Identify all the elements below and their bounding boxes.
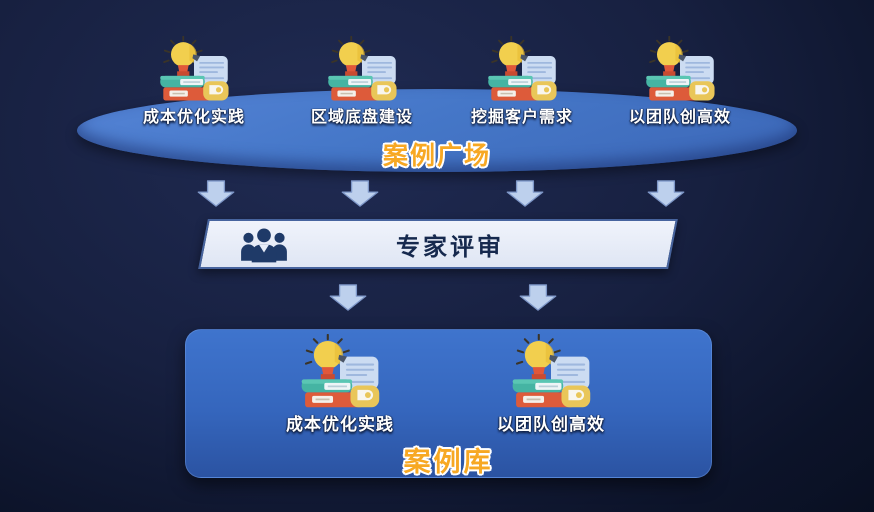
case-item: 以团队创高效 xyxy=(605,36,755,127)
down-arrow-icon xyxy=(197,180,235,207)
case-item-label: 挖掘客户需求 xyxy=(470,109,573,126)
case-item-label: 以团队创高效 xyxy=(628,109,731,126)
case-item-label: 成本优化实践 xyxy=(142,109,245,126)
case-plaza-title: 案例广场 xyxy=(382,142,491,170)
expert-review-label: 专家评审 xyxy=(396,233,504,261)
down-arrow-icon xyxy=(329,284,367,311)
case-item: 挖掘客户需求 xyxy=(447,36,597,127)
case-item: 区域底盘建设 xyxy=(287,36,437,127)
down-arrow-icon xyxy=(647,180,685,207)
down-arrow-icon xyxy=(341,180,379,207)
case-item-label: 成本优化实践 xyxy=(286,415,394,434)
lightbulb-books-icon xyxy=(327,36,398,102)
lightbulb-books-icon xyxy=(300,334,381,409)
case-item: 成本优化实践 xyxy=(119,36,269,127)
case-plaza-ellipse xyxy=(77,89,797,172)
case-item: 以团队创高效 xyxy=(476,334,626,435)
lightbulb-books-icon xyxy=(645,36,716,102)
case-item: 成本优化实践 xyxy=(265,334,415,435)
lightbulb-books-icon xyxy=(511,334,592,409)
lightbulb-books-icon xyxy=(487,36,558,102)
case-item-label: 区域底盘建设 xyxy=(310,109,413,126)
down-arrow-icon xyxy=(506,180,544,207)
lightbulb-books-icon xyxy=(159,36,230,102)
case-item-label: 以团队创高效 xyxy=(497,415,605,434)
down-arrow-icon xyxy=(519,284,557,311)
case-library-panel xyxy=(185,329,712,478)
case-library-title: 案例库 xyxy=(403,447,494,477)
expert-review-bar: 专家评审 xyxy=(198,219,678,269)
